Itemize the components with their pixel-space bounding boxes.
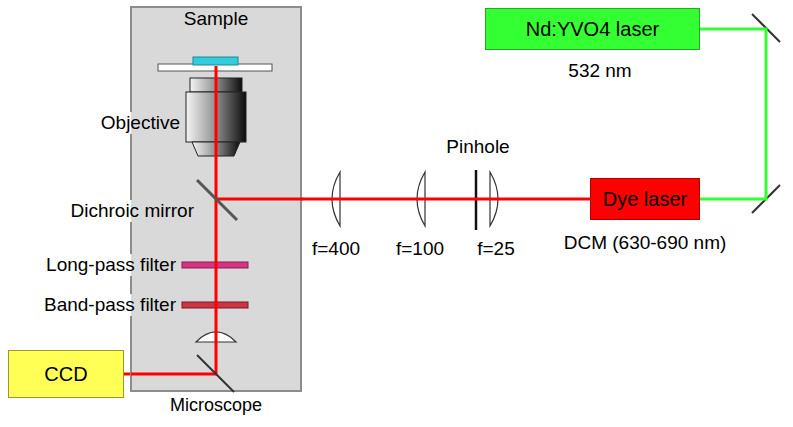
laser-beam (124, 373, 130, 376)
pump-beam (700, 29, 766, 199)
panel-heading: Microscope (132, 394, 300, 416)
part-name: Pinhole (444, 136, 511, 158)
box-label: Dye laser (603, 187, 687, 211)
focal-length: f=100 (394, 238, 446, 260)
box-label: CCD (44, 362, 87, 386)
part-name: Long-pass filter (44, 254, 178, 276)
part-name: Dichroic mirror (69, 200, 197, 222)
box-label: Nd:YVO4 laser (526, 17, 659, 41)
focal-length: f=25 (475, 238, 517, 260)
sample-piece (193, 57, 238, 65)
ccd-box: CCD (8, 350, 124, 398)
pump-laser-box: Nd:YVO4 laser (485, 8, 700, 50)
dye-range: DCM (630-690 nm) (562, 232, 729, 254)
focal-length: f=400 (310, 238, 362, 260)
wavelength: 532 nm (566, 60, 633, 82)
laser-beam (302, 198, 590, 201)
part-name: Objective (99, 112, 182, 134)
dye-laser-box: Dye laser (590, 178, 700, 220)
part-name: Band-pass filter (42, 294, 178, 316)
part-name: Sample (182, 8, 250, 30)
